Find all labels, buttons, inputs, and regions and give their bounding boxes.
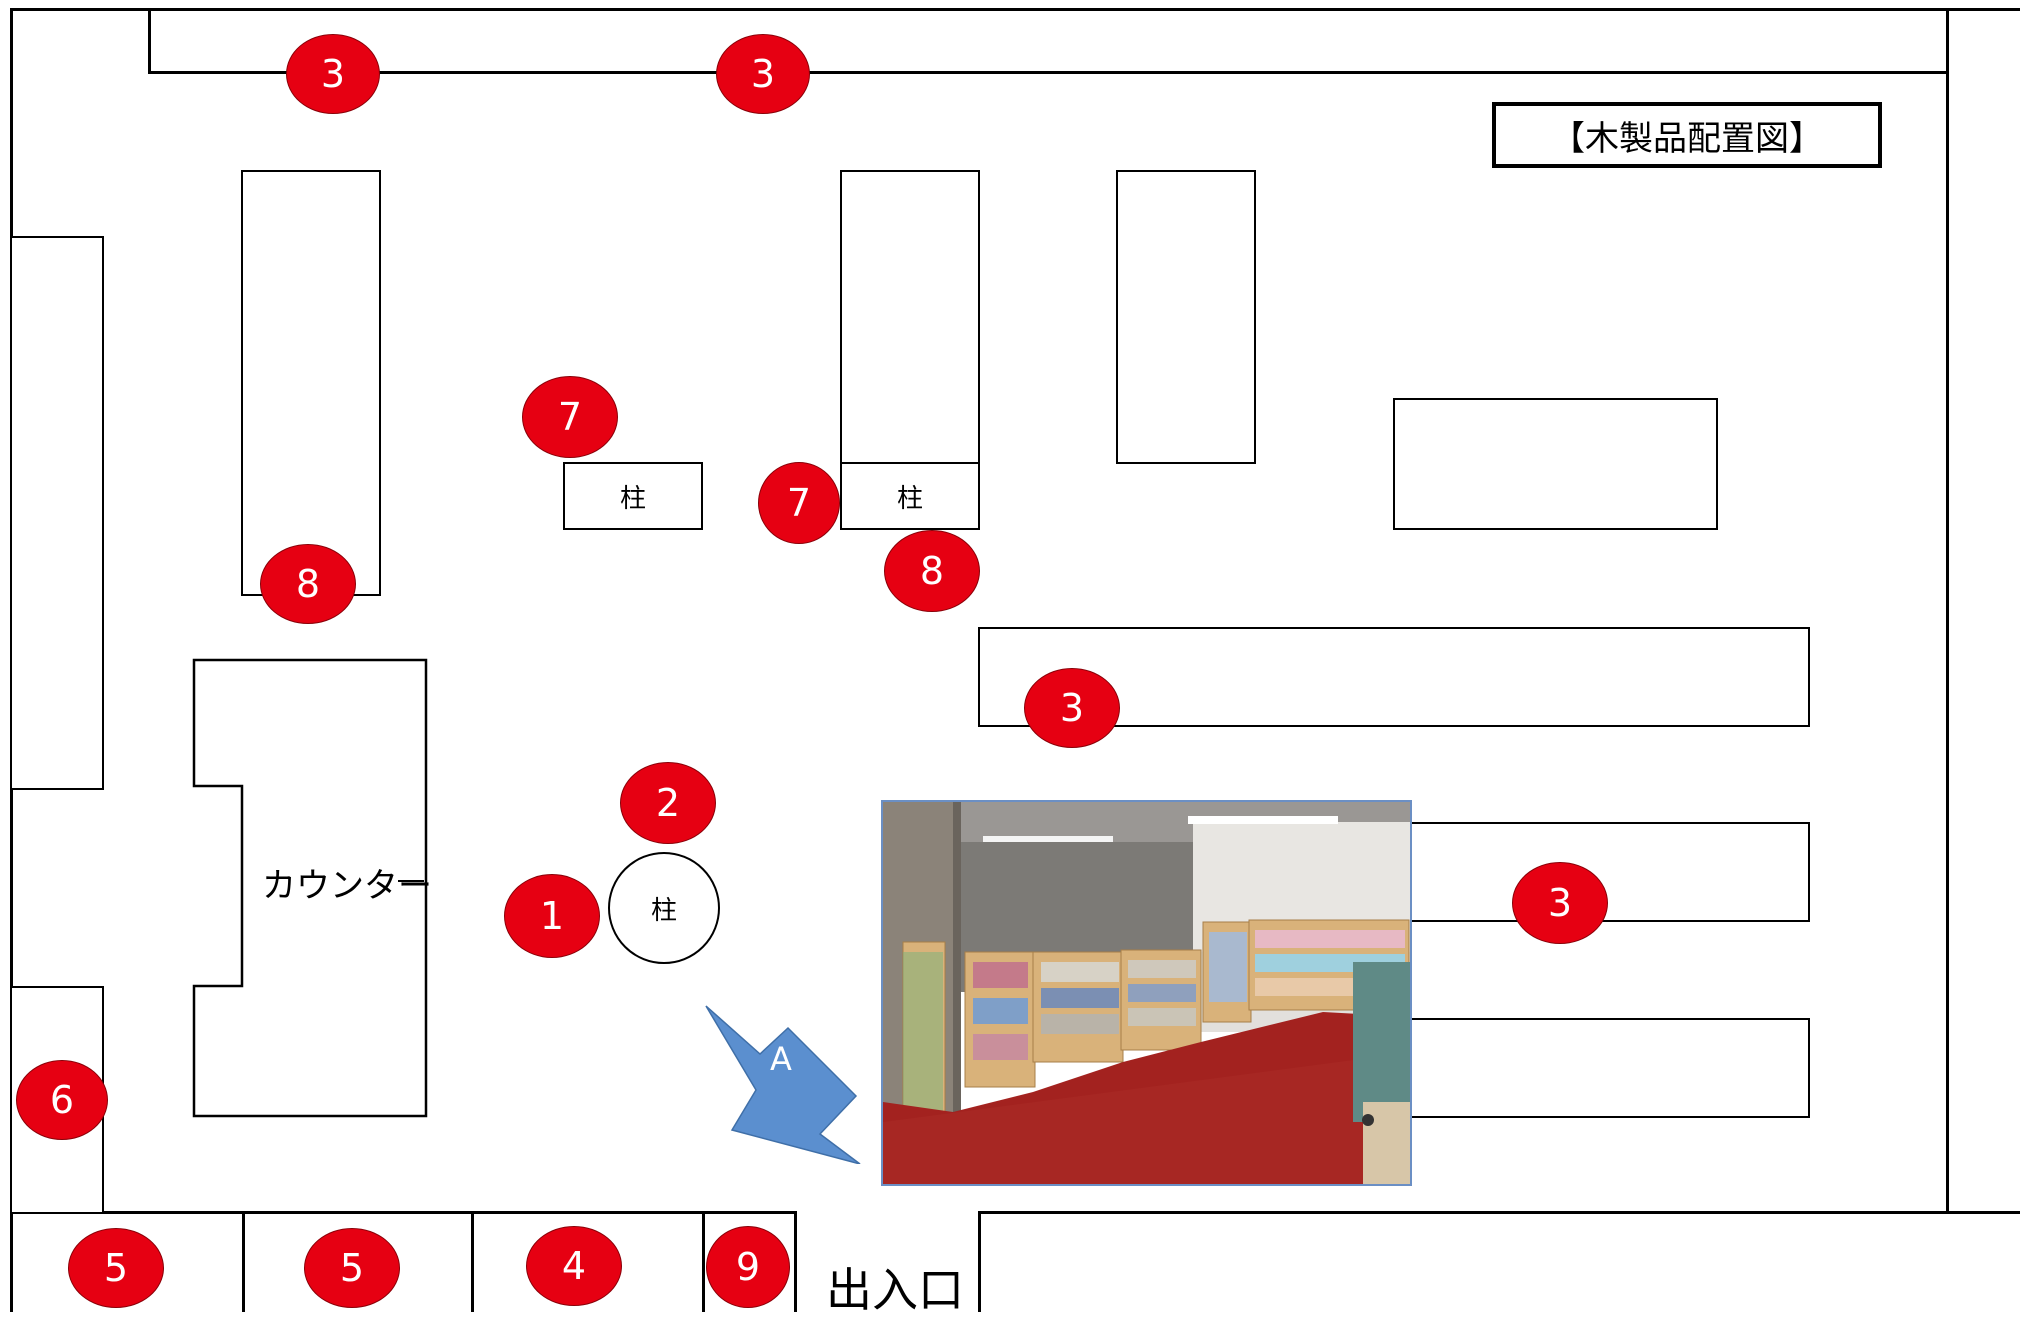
wall-right	[1946, 8, 1949, 1214]
pillar-round: 柱	[608, 852, 720, 964]
shelf-long-lower-right	[1410, 1018, 1810, 1118]
right-strip-top	[1946, 8, 2020, 11]
library-photo	[881, 800, 1412, 1186]
marker-3-mid-shelf: 3	[1024, 668, 1120, 748]
counter	[192, 658, 428, 1118]
shelf-tall-right	[1116, 170, 1256, 464]
marker-3-right-shelf: 3	[1512, 862, 1608, 944]
pillar-rect-right: 柱	[840, 462, 980, 530]
marker-5-b: 5	[304, 1228, 400, 1308]
right-strip-bottom	[1946, 1211, 2020, 1214]
top-shelf-bottom-edge	[148, 71, 1946, 74]
bottom-divider-1	[242, 1211, 245, 1312]
shelf-tall-left	[241, 170, 381, 596]
wall-bottom-right	[978, 1211, 2020, 1214]
shelf-long-upper-right	[1410, 822, 1810, 922]
top-shelf-left-edge	[148, 8, 151, 74]
photo-direction-arrow	[705, 1005, 861, 1164]
bottom-divider-3	[702, 1211, 705, 1312]
marker-4: 4	[526, 1226, 622, 1306]
marker-9: 9	[706, 1226, 790, 1308]
bottom-divider-2	[471, 1211, 474, 1312]
marker-2: 2	[620, 762, 716, 844]
library-photo-image	[883, 802, 1410, 1184]
marker-3-top-left: 3	[286, 34, 380, 114]
marker-8-right: 8	[884, 530, 980, 612]
marker-8-left: 8	[260, 544, 356, 624]
marker-3-top-mid: 3	[716, 34, 810, 114]
pillar-label: 柱	[896, 483, 923, 514]
shelf-tall-center	[840, 170, 980, 464]
counter-label-line	[398, 880, 424, 882]
marker-7-left: 7	[522, 376, 618, 458]
entrance-label: 出入口	[826, 1263, 964, 1317]
left-wall-shelf	[10, 236, 104, 790]
shelf-table-right	[1393, 398, 1718, 530]
pillar-label: 柱	[619, 483, 646, 514]
counter-label: カウンター	[262, 866, 432, 906]
marker-6: 6	[16, 1060, 108, 1140]
diagram-title: 【木製品配置図】	[1492, 102, 1882, 168]
marker-5-a: 5	[68, 1228, 164, 1308]
pillar-label: 柱	[650, 895, 677, 926]
entrance-jamb-left	[794, 1211, 797, 1312]
marker-1: 1	[504, 874, 600, 958]
wall-top	[10, 8, 1948, 11]
pillar-rect-left: 柱	[563, 462, 703, 530]
marker-7-right: 7	[758, 462, 840, 544]
wall-bottom-left	[10, 1211, 796, 1214]
entrance-jamb-right	[978, 1211, 981, 1312]
arrow-label: A	[770, 1040, 792, 1078]
